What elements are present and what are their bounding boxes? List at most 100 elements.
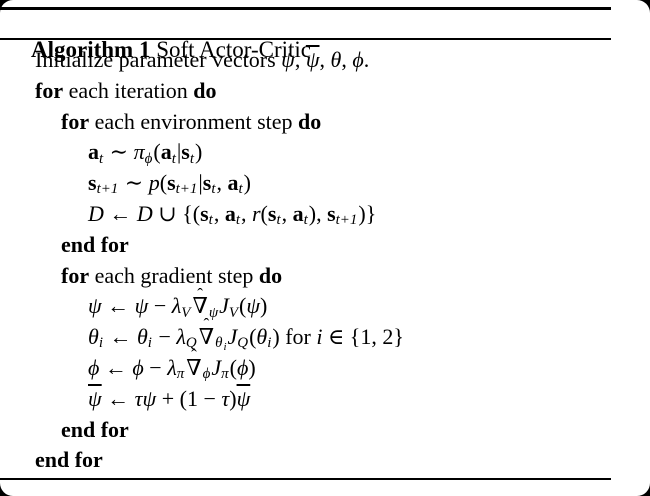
math-segment: π: [176, 366, 185, 383]
math-segment: + (1 −: [156, 385, 222, 411]
math-segment: each iteration: [63, 77, 194, 103]
math-segment: ,: [240, 200, 252, 226]
math-segment: (: [249, 324, 257, 350]
math-segment: ∇: [186, 354, 202, 380]
math-segment: i: [98, 335, 103, 352]
math-segment: V: [181, 304, 191, 321]
math-segment: ): [229, 385, 237, 411]
math-segment: s: [88, 170, 97, 196]
math-segment: π: [133, 139, 145, 165]
math-segment: ∇: [198, 324, 215, 350]
math-segment: ←: [103, 200, 137, 226]
math-segment: θ: [215, 335, 223, 352]
math-segment: ∇: [192, 293, 208, 319]
math-segment: t: [208, 212, 213, 229]
math-segment: |: [198, 170, 203, 196]
math-segment: ): [260, 293, 268, 319]
math-segment: for: [61, 262, 90, 288]
math-segment: ∈ {1, 2}: [322, 324, 404, 350]
math-segment: t: [235, 212, 240, 229]
math-segment: ∼: [119, 170, 149, 196]
algorithm-line-12: ψ ← τψ + (1 − τ)ψ: [0, 384, 650, 415]
algorithm-label: Algorithm 1: [31, 37, 151, 62]
math-segment: ψ: [142, 385, 157, 411]
math-segment: ψ: [236, 385, 251, 411]
math-segment: ),: [308, 200, 328, 226]
math-segment: ,: [294, 47, 306, 72]
math-segment: ψ: [134, 293, 149, 319]
math-segment: Q: [237, 335, 249, 352]
math-segment: ϕ: [88, 354, 100, 380]
hat-accent: ˆ: [203, 315, 210, 335]
math-segment: ): [194, 139, 203, 165]
math-segment: θ: [88, 324, 99, 350]
algorithm-line-5: st+1 ∼ p(st+1|st, at): [0, 168, 650, 199]
math-segment: s: [327, 200, 336, 226]
top-rule: [0, 7, 611, 10]
math-segment: each environment step: [89, 108, 299, 134]
math-segment: ψ: [88, 293, 102, 319]
math-segment: s: [267, 200, 277, 226]
math-segment: ψ: [305, 47, 320, 72]
math-segment: t+1: [335, 212, 358, 229]
math-segment: t: [303, 212, 308, 229]
math-segment: do: [298, 108, 322, 134]
math-segment: do: [193, 77, 217, 103]
math-segment: |: [176, 139, 182, 165]
math-segment: λ: [171, 293, 182, 319]
math-segment: t: [99, 150, 104, 167]
math-segment: a: [292, 200, 304, 226]
algorithm-line-13: end for: [0, 415, 650, 446]
math-segment: i: [316, 324, 323, 350]
math-segment: s: [167, 170, 176, 196]
math-segment: λ: [167, 354, 177, 380]
algorithm-line-8: for each gradient step do: [0, 261, 650, 292]
bottom-rule: [0, 478, 611, 480]
header-rule: [0, 38, 611, 40]
math-segment: (: [229, 354, 237, 380]
math-segment: θ: [330, 47, 342, 72]
math-segment: a: [227, 170, 239, 196]
math-segment: s: [200, 200, 209, 226]
math-segment: i: [223, 340, 227, 353]
math-segment: ∪ {(: [152, 200, 201, 226]
math-segment: ϕ: [202, 366, 211, 383]
algorithm-line-6: D ← D ∪ {(st, at, r(st, at), st+1)}: [0, 199, 650, 230]
math-segment: t: [276, 212, 281, 229]
math-segment: p: [148, 170, 160, 196]
nabla-hat-symbol: ˆ∇: [192, 285, 208, 322]
math-segment: θ: [256, 324, 268, 350]
nabla-hat-symbol: ˆ∇: [186, 347, 202, 384]
math-segment: ←: [103, 324, 137, 350]
algorithm-title: Soft Actor-Critic: [150, 37, 311, 62]
math-segment: a: [224, 200, 236, 226]
math-segment: D: [136, 200, 153, 226]
math-segment: t+1: [175, 181, 198, 198]
math-segment: ): [248, 354, 256, 380]
math-segment: t: [171, 150, 176, 167]
math-segment: ): [243, 170, 251, 196]
math-segment: (: [239, 293, 247, 319]
math-segment: J: [227, 324, 238, 350]
math-segment: for: [279, 324, 317, 350]
math-segment: .: [363, 47, 370, 72]
math-segment: J: [219, 293, 229, 319]
math-segment: ): [272, 324, 280, 350]
math-segment: ,: [216, 170, 228, 196]
math-segment: ϕ: [132, 354, 144, 380]
math-segment: t+1: [96, 181, 119, 198]
math-segment: τ: [221, 385, 230, 411]
math-segment: J: [211, 354, 222, 380]
hat-accent: ˆ: [191, 346, 197, 366]
math-segment: (: [153, 139, 161, 165]
math-segment: i: [147, 335, 152, 352]
math-segment: ϕ: [352, 47, 364, 72]
math-segment: D: [88, 200, 104, 226]
math-segment: θ: [136, 324, 148, 350]
math-segment: λ: [176, 324, 186, 350]
math-segment: ←: [101, 293, 135, 319]
math-segment: (: [260, 200, 268, 226]
math-segment: do: [258, 262, 283, 288]
